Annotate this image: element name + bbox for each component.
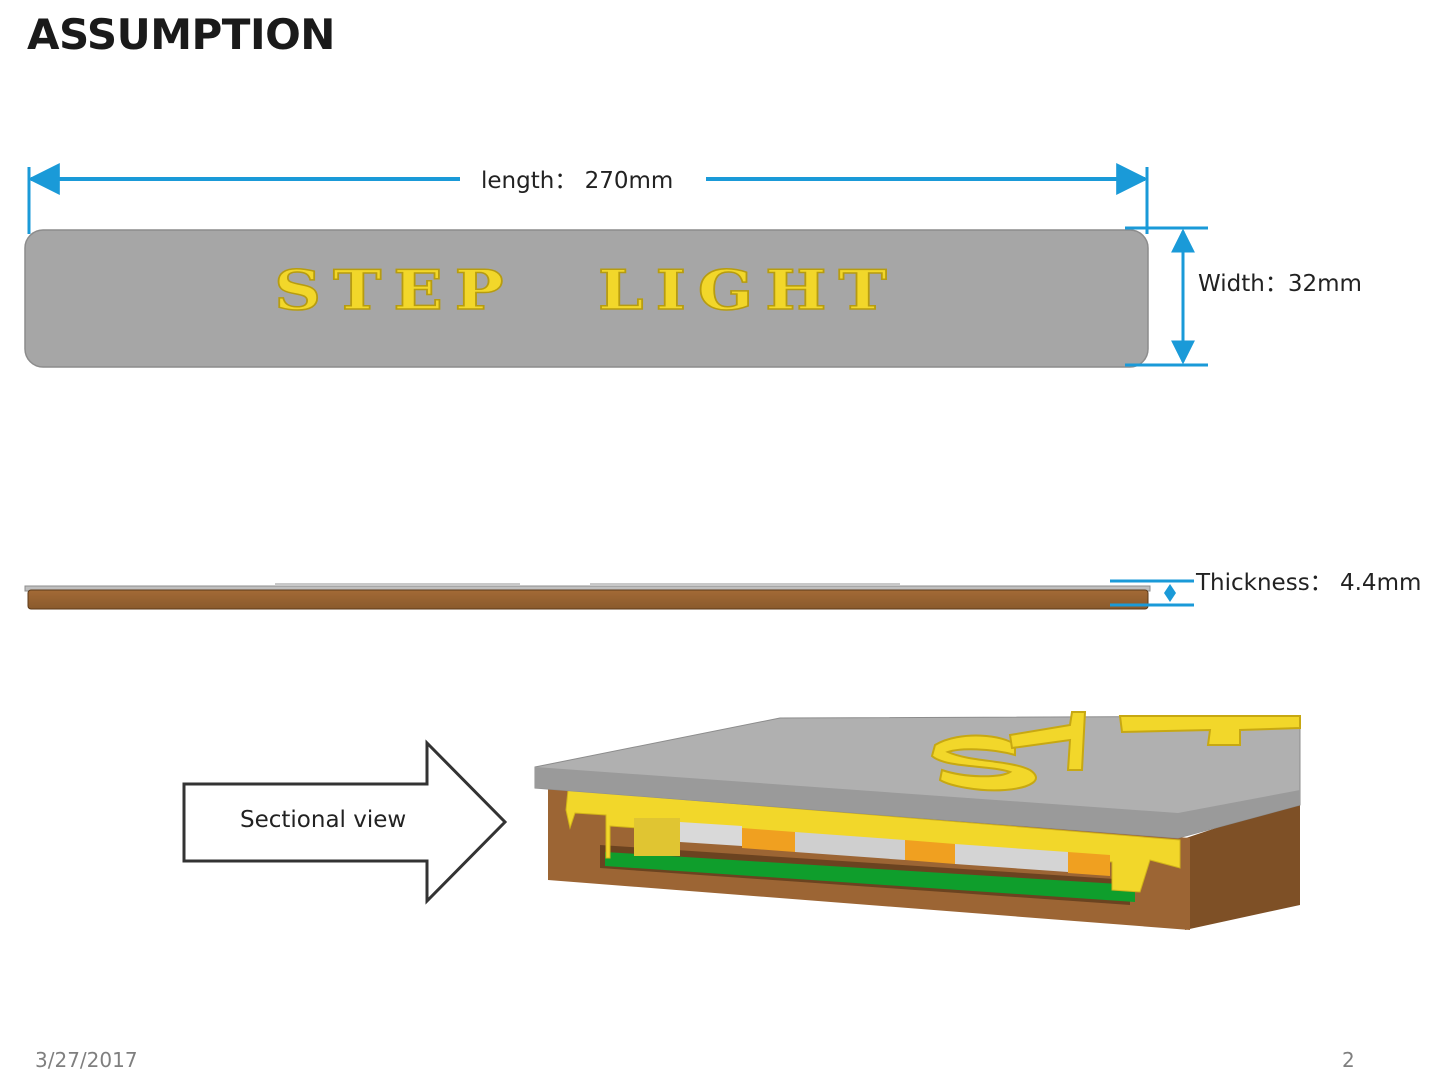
sectional-view-label: Sectional view [240,807,407,833]
product-label: STEP LIGHT [273,257,899,323]
width-dimension [1125,226,1208,367]
slide-date: 3/27/2017 [35,1048,138,1072]
length-label: length： 270mm [481,168,674,194]
thickness-label: Thickness： 4.4mm [1196,570,1422,596]
width-label: Width：32mm [1198,271,1362,297]
slide-number: 2 [1342,1048,1355,1072]
side-view [24,583,1151,610]
thickness-dimension [1110,579,1194,607]
section-letters [930,711,1301,792]
sectional-3d-view [534,715,1301,930]
top-view-plate [24,229,1149,368]
slide-title: ASSUMPTION [27,10,335,59]
length-dimension [27,163,1149,234]
sectional-view-arrow [182,739,508,905]
